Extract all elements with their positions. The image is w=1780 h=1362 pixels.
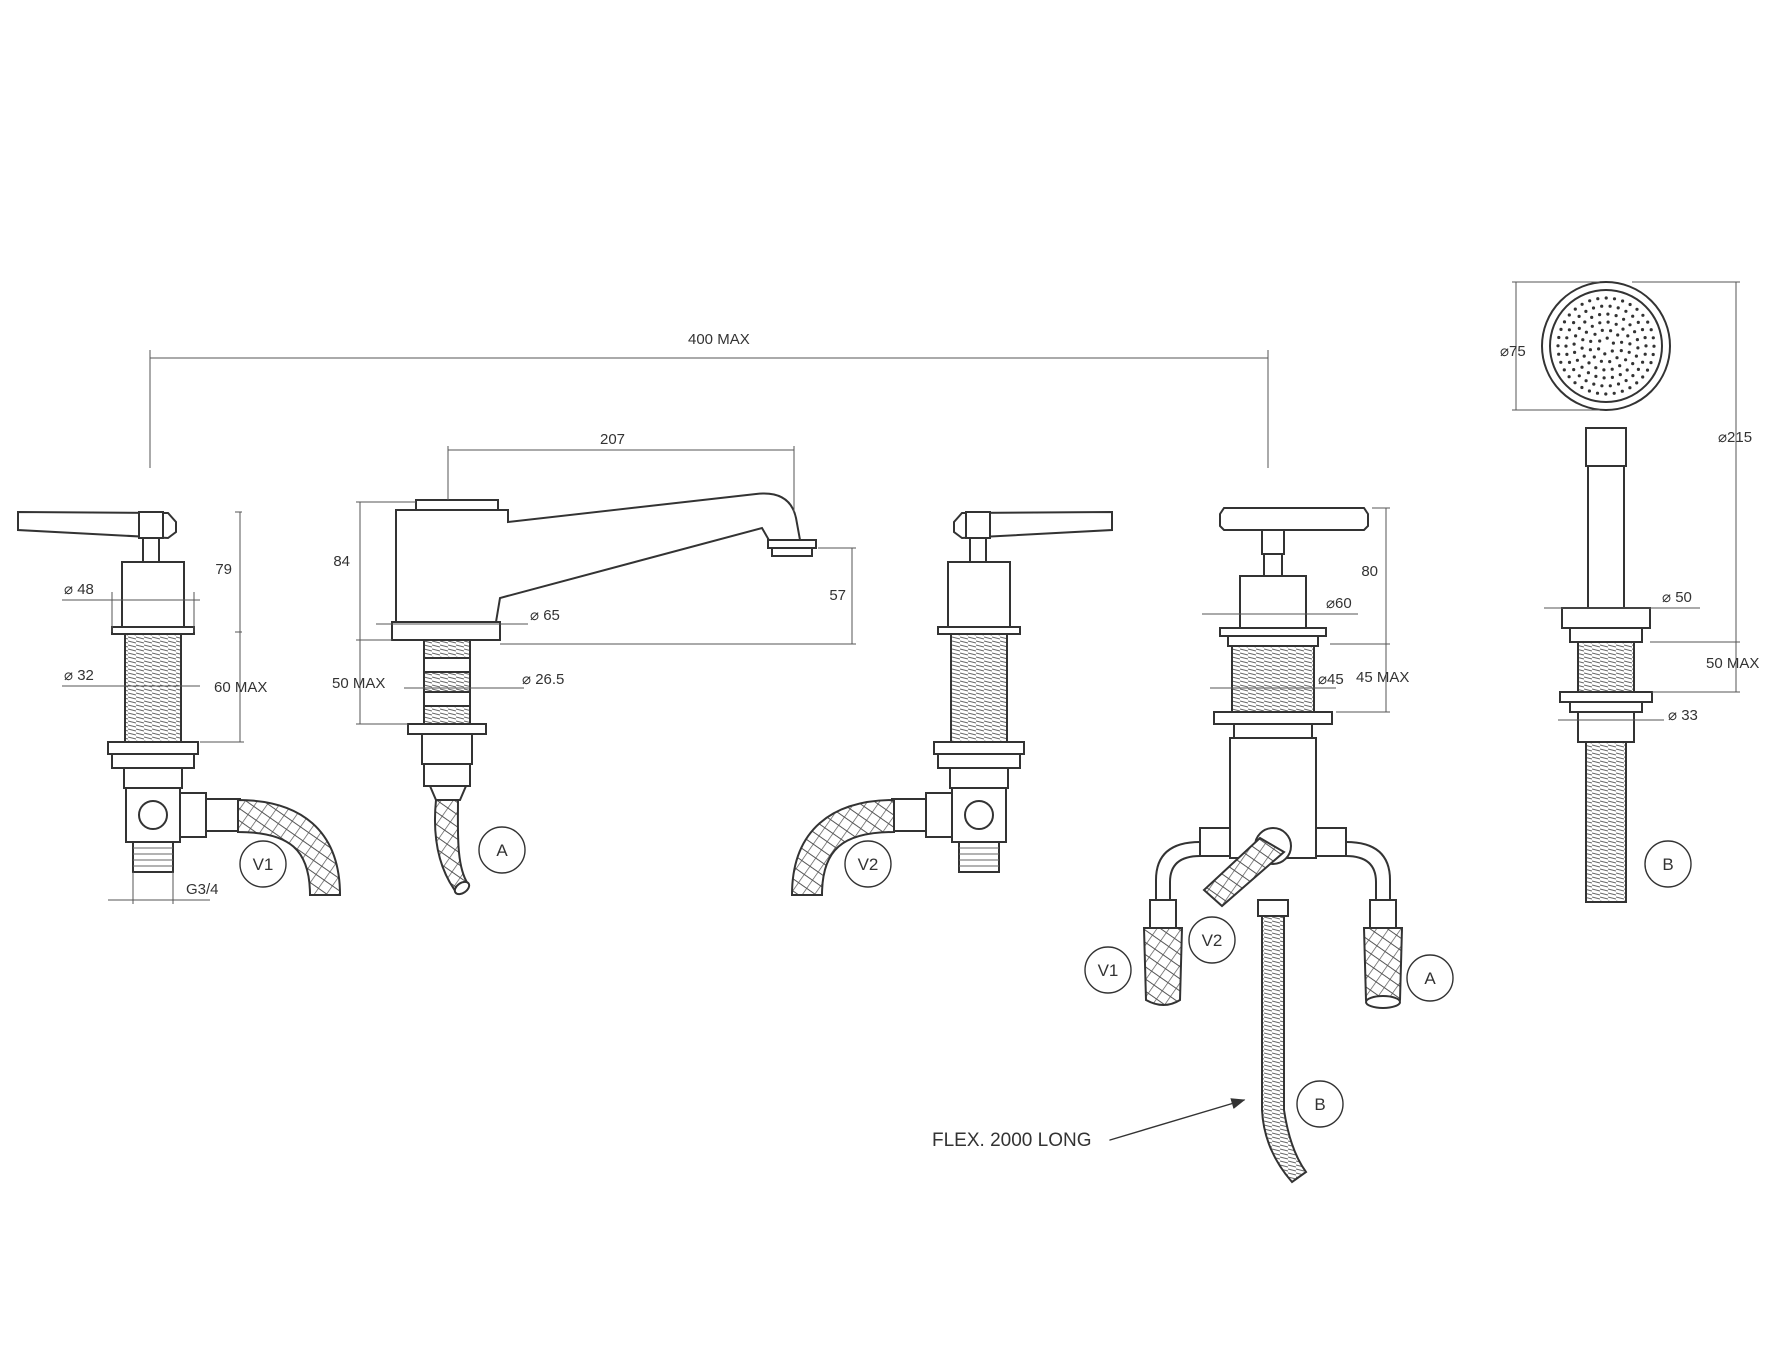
holder-dia-label: ⌀ 50 [1662, 589, 1692, 606]
valve-v1: 79 ⌀ 48 ⌀ 32 60 MAX G3/4 V1 [17, 510, 342, 904]
overall-span-dimension: 400 MAX [149, 331, 1269, 468]
diverter-height-label: 80 [1361, 563, 1378, 580]
label-b-handshower: B [1662, 855, 1673, 874]
diverter-dia-label: ⌀60 [1326, 595, 1352, 612]
valve-v1-shank-length-label: 60 MAX [214, 679, 267, 696]
label-a-diverter: A [1424, 969, 1436, 988]
overall-span-label: 400 MAX [688, 331, 750, 348]
spout-reach-label: 207 [600, 431, 625, 448]
head-dia-label: ⌀75 [1500, 343, 1526, 360]
label-b-diverter: B [1314, 1095, 1325, 1114]
label-v1-left: V1 [253, 855, 274, 874]
shower-nozzle-dots [1556, 296, 1656, 396]
label-v2-diverter: V2 [1202, 931, 1223, 950]
diverter-shank-dia-label: ⌀45 [1318, 671, 1344, 688]
valve-v2: V2 [790, 510, 1113, 896]
spout-a: 207 84 57 ⌀ 65 ⌀ 26.5 50 MAX A [332, 431, 856, 896]
hand-shower: ⌀75 ⌀215 ⌀ 50 50 MAX ⌀ 33 B [1500, 281, 1759, 903]
valve-v1-thread-label: G3/4 [186, 881, 219, 898]
spout-shank-length-label: 50 MAX [332, 675, 385, 692]
holder-shank-length-label: 50 MAX [1706, 655, 1759, 672]
diverter-shank-length-label: 45 MAX [1356, 669, 1409, 686]
label-a-spout: A [496, 841, 508, 860]
valve-v1-shank-dia-label: ⌀ 32 [64, 667, 94, 684]
valve-v1-dia-label: ⌀ 48 [64, 581, 94, 598]
label-v2-right: V2 [858, 855, 879, 874]
spout-height-label: 84 [333, 553, 350, 570]
holder-shank-dia-label: ⌀ 33 [1668, 707, 1698, 724]
spout-outlet-height-label: 57 [829, 587, 846, 604]
valve-v1-height-label: 79 [215, 561, 232, 578]
spout-base-dia-label: ⌀ 65 [530, 607, 560, 624]
diverter-valve: 80 ⌀60 ⌀45 45 MAX V1 V2 A B FLEX. 2000 L… [932, 507, 1454, 1184]
handshower-length-label: ⌀215 [1718, 429, 1752, 446]
spout-shank-dia-label: ⌀ 26.5 [522, 671, 564, 688]
label-v1-diverter: V1 [1098, 961, 1119, 980]
flex-hose-note: FLEX. 2000 LONG [932, 1130, 1091, 1151]
